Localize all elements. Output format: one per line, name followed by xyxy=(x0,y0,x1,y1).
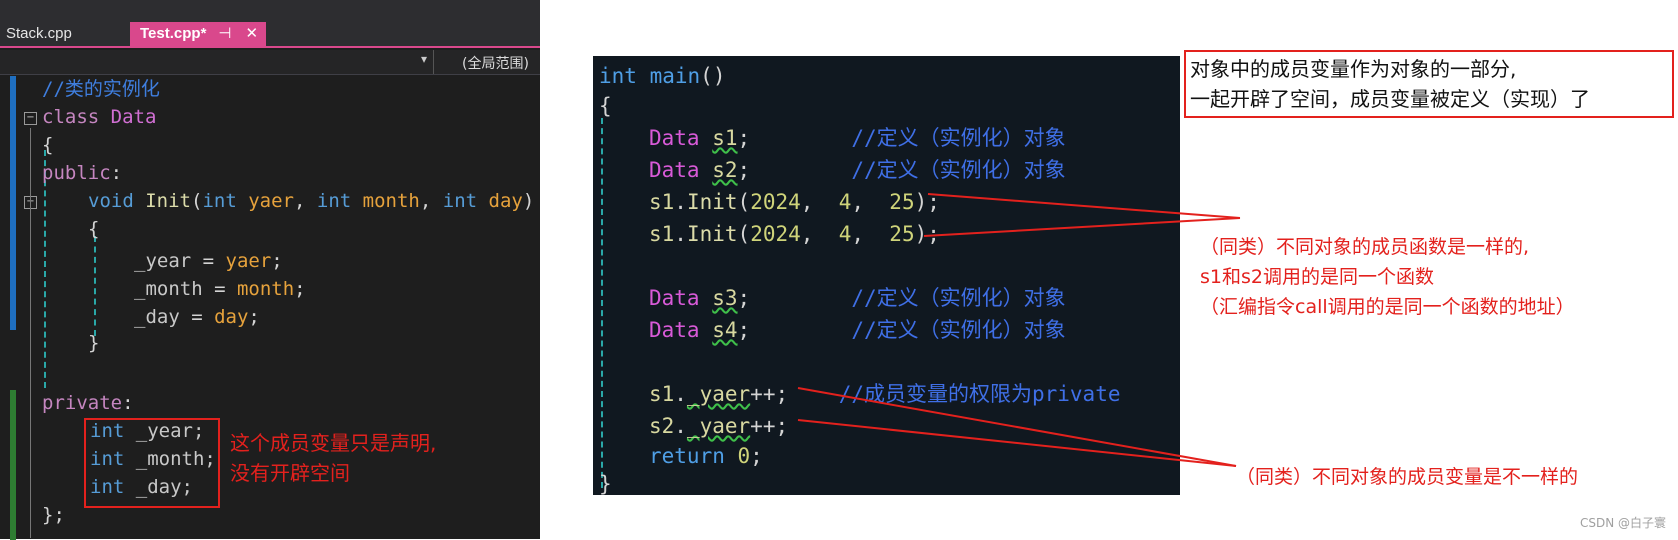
r-line-3: Data s1; //定义（实例化）对象 xyxy=(649,126,1066,150)
r-line-8: Data s4; //定义（实例化）对象 xyxy=(649,318,1066,342)
declaration-note: 这个成员变量只是声明, 没有开辟空间 xyxy=(230,428,436,488)
r-line-2: { xyxy=(599,94,612,118)
tab-bar: Stack.cpp Test.cpp* ⊣ ✕ xyxy=(0,0,540,48)
code-line-12: int _year; xyxy=(90,420,205,442)
r-line-9: s1._yaer++; //成员变量的权限为private xyxy=(649,382,1121,406)
r-line-5: s1.Init(2024, 4, 25); xyxy=(649,190,940,214)
top-note-line-2: 一起开辟了空间，成员变量被定义（实现）了 xyxy=(1190,87,1590,111)
code-line-3: { xyxy=(42,134,54,156)
function-note-line-3: （汇编指令call调用的是同一个函数的地址） xyxy=(1200,296,1575,318)
member-dropdown[interactable]: ▾ xyxy=(0,50,434,74)
arrow-init-line-2 xyxy=(923,217,1241,237)
tab-test-cpp-label: Test.cpp* xyxy=(140,25,207,42)
watermark: CSDN @白子寰 xyxy=(1579,516,1666,530)
r-line-10: s2._yaer++; xyxy=(649,414,789,438)
code-line-11: private: xyxy=(42,392,134,414)
arrow-member-line-2 xyxy=(797,419,1237,467)
r-line-1: int main() xyxy=(599,64,726,88)
r-line-11: return 0; xyxy=(649,444,763,468)
code-line-6: { xyxy=(88,218,100,240)
outline-guide xyxy=(30,128,31,538)
change-marker-green xyxy=(10,390,16,540)
change-marker-blue xyxy=(10,76,16,330)
scope-dropdown[interactable]: (全局范围) xyxy=(462,56,529,72)
member-note-line-1: （同类）不同对象的成员变量是不一样的 xyxy=(1236,466,1579,488)
function-note-line-1: （同类）不同对象的成员函数是一样的, xyxy=(1200,236,1530,258)
top-note-line-1: 对象中的成员变量作为对象的一部分, xyxy=(1190,57,1517,81)
r-line-12: } xyxy=(599,472,612,496)
code-line-4: public: xyxy=(42,162,123,184)
arrow-member-line-1 xyxy=(797,387,1237,467)
indent-guide xyxy=(94,236,96,336)
code-line-8: _month = month; xyxy=(134,278,306,300)
member-declaration-highlight xyxy=(84,418,220,508)
left-editor-panel: Stack.cpp Test.cpp*⊣✕ ▾ (全局范围) − − //类的实… xyxy=(0,0,540,540)
code-line-2: class Data xyxy=(42,106,157,128)
r-line-6: s1.Init(2024, 4, 25); xyxy=(649,222,940,246)
function-note: （同类）不同对象的成员函数是一样的, s1和s2调用的是同一个函数 （汇编指令c… xyxy=(1200,232,1575,322)
code-line-9: _day = day; xyxy=(134,306,260,328)
function-note-line-2: s1和s2调用的是同一个函数 xyxy=(1200,266,1434,288)
code-line-14: int _day; xyxy=(90,476,193,498)
indent-guide xyxy=(601,118,603,488)
code-line-13: int _month; xyxy=(90,448,216,470)
code-line-1: //类的实例化 xyxy=(42,78,160,100)
tab-test-cpp[interactable]: Test.cpp* ⊣ ✕ xyxy=(130,22,266,46)
declaration-note-line-2: 没有开辟空间 xyxy=(230,461,350,485)
close-icon[interactable]: ✕ xyxy=(245,25,259,42)
r-line-4: Data s2; //定义（实例化）对象 xyxy=(649,158,1066,182)
arrow-init-line-1 xyxy=(927,193,1241,219)
chevron-down-icon[interactable]: ▾ xyxy=(420,52,427,66)
code-line-10: } xyxy=(88,332,100,354)
top-note-box xyxy=(1184,50,1674,118)
r-line-7: Data s3; //定义（实例化）对象 xyxy=(649,286,1066,310)
right-editor-panel: int main() { Data s1; //定义（实例化）对象 Data s… xyxy=(593,56,1180,496)
member-note: （同类）不同对象的成员变量是不一样的 xyxy=(1236,462,1578,492)
scope-bar: ▾ (全局范围) xyxy=(0,50,540,75)
declaration-note-line-1: 这个成员变量只是声明, xyxy=(230,431,437,455)
code-line-7: _year = yaer; xyxy=(134,250,283,272)
indent-guide xyxy=(44,150,46,388)
top-note: 对象中的成员变量作为对象的一部分, 一起开辟了空间，成员变量被定义（实现）了 xyxy=(1190,54,1590,114)
code-line-5: void Init(int yaer, int month, int day) xyxy=(88,190,535,212)
collapse-class-icon[interactable]: − xyxy=(24,112,37,125)
tab-stack-cpp[interactable]: Stack.cpp xyxy=(6,25,72,42)
code-line-15: }; xyxy=(42,504,65,526)
active-tab-underline xyxy=(0,46,540,48)
pin-icon[interactable]: ⊣ xyxy=(218,25,232,42)
